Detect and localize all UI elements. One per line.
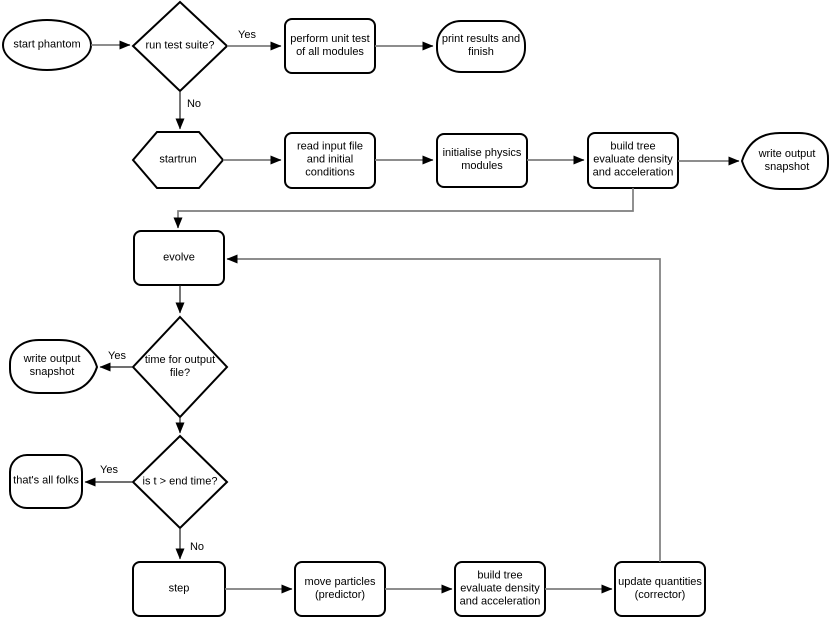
write-output-1-terminator (740, 132, 829, 190)
edge-label-no-isendtime: No (189, 541, 205, 553)
thats-all-folks-label: that's all folks (13, 474, 79, 487)
init-physics-label: initialise physics modules (442, 147, 522, 172)
build-tree-2-label: build tree evaluate density and accelera… (459, 569, 541, 608)
edge-label-no-runtest: No (186, 98, 202, 110)
print-results-terminator (436, 20, 526, 73)
update-quantities-label: update quantities (corrector) (618, 576, 702, 601)
edge-label-yes-runtest: Yes (238, 29, 256, 41)
evolve-label: evolve (163, 251, 195, 264)
move-particles-label: move particles (predictor) (304, 576, 376, 601)
write-output-2-label: write output snapshot (23, 353, 81, 378)
edge-buildtree1-to-evolve (173, 188, 634, 229)
evolve-process (133, 230, 225, 286)
start-phantom-label: start phantom (13, 38, 81, 51)
edge-label-yes-isendtime: Yes (100, 464, 118, 476)
print-results-label: print results and finish (441, 33, 521, 58)
thats-all-folks-terminator (9, 454, 83, 509)
startrun-label: startrun (159, 153, 197, 166)
step-label: step (168, 582, 190, 595)
read-input-label: read input file and initial conditions (296, 140, 364, 179)
write-output-1-label: write output snapshot (758, 148, 816, 173)
perform-unit-test-label: perform unit test of all modules (290, 33, 370, 58)
edge-label-yes-timeforoutput: Yes (108, 350, 126, 362)
time-for-output-label: time for output file? (144, 354, 216, 379)
write-output-2-terminator (9, 339, 99, 394)
build-tree-1-label: build tree evaluate density and accelera… (592, 140, 674, 179)
is-end-time-label: is t > end time? (142, 475, 218, 488)
edges (84, 40, 740, 594)
run-test-suite-label: run test suite? (145, 39, 215, 52)
edge-update-to-evolve (226, 254, 661, 562)
